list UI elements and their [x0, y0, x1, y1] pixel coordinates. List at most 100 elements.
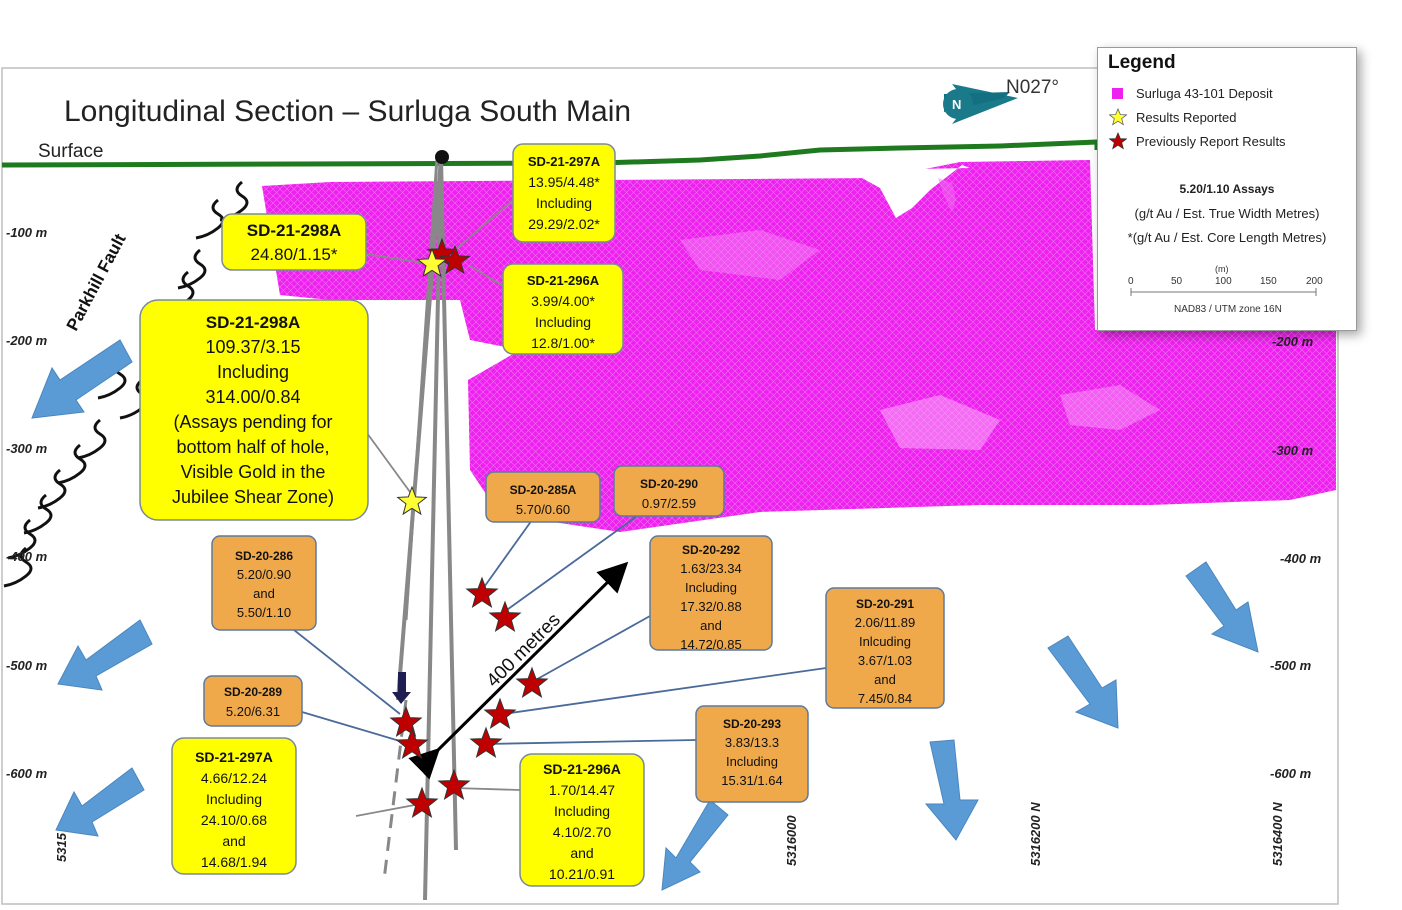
callout-line: 13.95/4.48*	[528, 174, 600, 190]
callout-line: Jubilee Shear Zone)	[172, 487, 334, 507]
callout-289	[203, 675, 303, 727]
callout-line: SD-20-292	[682, 543, 740, 557]
callout-line: SD-20-293	[723, 717, 781, 731]
legend-deposit-label: Surluga 43-101 Deposit	[1136, 86, 1273, 101]
callout-line: SD-20-285A	[510, 483, 577, 497]
callout-line: 314.00/0.84	[205, 387, 300, 407]
yellow-star-icon	[396, 485, 428, 516]
callout-line: Including	[685, 580, 737, 595]
legend-assay-note1: (g/t Au / Est. True Width Metres)	[1134, 206, 1320, 221]
callout-line: and	[874, 672, 896, 687]
fault-label: Parkhill Fault	[63, 230, 130, 333]
callout-line: (Assays pending for	[173, 412, 332, 432]
yellow-star-icon	[416, 247, 448, 278]
callout-line: 2.06/11.89	[855, 615, 915, 630]
callout-line: 3.99/4.00*	[531, 293, 595, 309]
callout-line: Inlcuding	[859, 634, 911, 649]
callout-296a-top	[502, 263, 624, 355]
callout-line: Including	[536, 195, 592, 211]
callout-line: 5.50/1.10	[237, 605, 291, 620]
surface-line	[1, 139, 1100, 168]
north-arrow-icon	[943, 84, 1018, 124]
callout-line: SD-20-289	[224, 685, 282, 699]
callout-line: 3.67/1.03	[858, 653, 912, 668]
northing-label: 5316000	[784, 815, 799, 866]
callout-line: 14.72/0.85	[680, 637, 741, 652]
depth-label: -300 m	[6, 441, 48, 456]
callout-line: Including	[535, 314, 591, 330]
scale-projection: NAD83 / UTM zone 16N	[1174, 304, 1282, 315]
scale-tick: 200	[1306, 276, 1323, 287]
depth-label: -600 m	[1270, 766, 1312, 781]
depth-label: -300 m	[1272, 443, 1314, 458]
callout-line: Including	[206, 791, 262, 807]
callout-line: SD-20-286	[235, 549, 293, 563]
northing-label: 5316400 N	[1270, 802, 1285, 866]
callout-290	[613, 465, 725, 517]
callout-line: 5.20/6.31	[226, 704, 280, 719]
section-title: Longitudinal Section – Surluga South Mai…	[64, 95, 631, 128]
callout-line: SD-21-297A	[528, 154, 601, 169]
red-star-icon	[405, 786, 439, 819]
callout-297a-top	[512, 143, 616, 243]
callout-line: 24.10/0.68	[201, 812, 267, 828]
depth-label: -100 m	[6, 225, 48, 240]
legend-results-label: Results Reported	[1136, 110, 1237, 125]
depth-labels-left: -100 m -200 m -300 m -400 m -500 m -600 …	[6, 225, 48, 781]
scale-tick: 150	[1260, 276, 1277, 287]
north-label: N027°	[1006, 77, 1059, 98]
callout-line: 1.63/23.34	[680, 561, 741, 576]
callout-291	[825, 587, 945, 709]
legend-previous-label: Previously Report Results	[1136, 134, 1286, 149]
surface-label: Surface	[38, 141, 103, 162]
callout-line: and	[253, 586, 275, 601]
callout-line: SD-21-298A	[247, 221, 342, 240]
callout-297a-bot	[171, 737, 297, 875]
callout-line: SD-20-291	[856, 597, 914, 611]
depth-labels-right: -200 m -300 m -400 m -500 m -600 m	[1270, 334, 1322, 781]
depth-label: -200 m	[6, 333, 48, 348]
red-star-icon	[515, 666, 549, 699]
callout-line: 4.66/12.24	[201, 770, 267, 786]
callout-292	[649, 535, 773, 651]
callout-line: 3.83/13.3	[725, 735, 779, 750]
flow-arrows	[31, 339, 1259, 891]
callout-line: SD-21-296A	[527, 273, 600, 288]
callout-line: bottom half of hole,	[176, 437, 329, 457]
legend-title: Legend	[1108, 52, 1176, 73]
callout-line: 15.31/1.64	[721, 773, 782, 788]
northing-label: 5315	[54, 832, 69, 862]
legend-panel: Legend Surluga 43-101 Deposit Results Re…	[1097, 47, 1357, 331]
callout-line: Including	[217, 362, 289, 382]
surluga-deposit	[262, 160, 1336, 532]
result-stars	[389, 237, 549, 819]
callout-line: 1.70/14.47	[549, 782, 615, 798]
scale-unit: (m)	[1215, 264, 1229, 274]
callout-line: 0.97/2.59	[642, 496, 696, 511]
callout-line: and	[700, 618, 722, 633]
legend-assay-note2: *(g/t Au / Est. Core Length Metres)	[1127, 230, 1327, 245]
yellow-star-icon	[1109, 108, 1127, 126]
callout-285a	[485, 471, 601, 523]
callout-line: 12.8/1.00*	[531, 335, 595, 351]
callout-line: SD-20-290	[640, 477, 698, 491]
distance-arrow	[408, 561, 629, 780]
callout-293	[695, 705, 809, 803]
callout-pointers	[293, 199, 827, 817]
scale-tick: 100	[1215, 276, 1232, 287]
depth-label: -500 m	[6, 658, 48, 673]
depth-label: -200 m	[1272, 334, 1314, 349]
callout-line: 29.29/2.02*	[528, 216, 600, 232]
section-frame	[1, 67, 1339, 905]
depth-label: -600 m	[6, 766, 48, 781]
red-star-icon	[483, 697, 517, 730]
callout-286	[211, 535, 317, 631]
callout-line: 4.10/2.70	[553, 824, 612, 840]
red-star-icon	[465, 576, 499, 609]
red-star-icon	[488, 600, 522, 633]
callout-line: and	[570, 845, 593, 861]
deposit-swatch	[1112, 88, 1123, 99]
red-star-icon	[395, 727, 429, 760]
callout-line: SD-21-297A	[195, 749, 273, 765]
scale-bar: (m) 0 50 100 150 200 NAD83 / UTM zone 16…	[1128, 264, 1323, 315]
